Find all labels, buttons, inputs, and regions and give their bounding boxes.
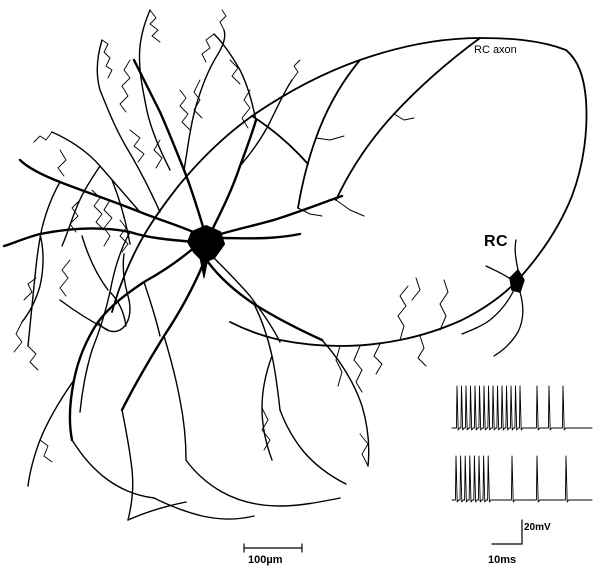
- scale-bar-time-voltage: [491, 519, 523, 545]
- firing-trace-top: [451, 385, 593, 431]
- spike-waveform: [451, 385, 593, 431]
- firing-trace-bottom: [451, 455, 593, 503]
- rc-axon-label: RC axon: [474, 44, 517, 56]
- rc-cell-label: RC: [484, 233, 509, 250]
- main-cell-branches: [21, 9, 370, 521]
- spike-waveform: [451, 455, 593, 503]
- voltage-scale-label: 20mV: [524, 522, 551, 533]
- time-scale-label: 10ms: [488, 554, 517, 566]
- rc-axon: [111, 37, 588, 347]
- main-cell-dendrites: [2, 58, 344, 442]
- rc-cell: [461, 239, 525, 357]
- rc-axon-collaterals: [297, 113, 449, 393]
- scale-bar-100um: [243, 543, 303, 553]
- distance-scale-label: 100µm: [248, 554, 283, 566]
